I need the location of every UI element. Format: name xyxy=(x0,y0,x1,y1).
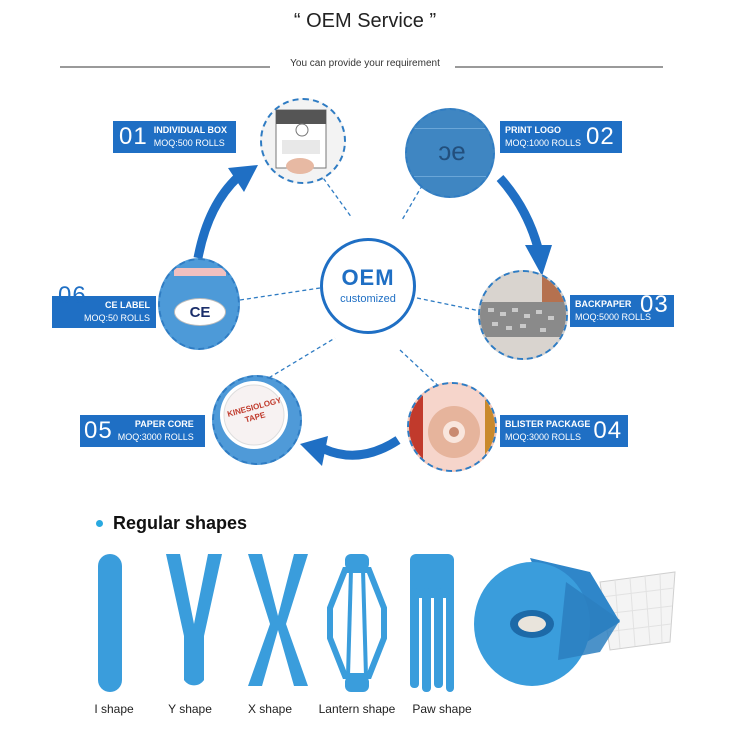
oem-badge: OEM customized xyxy=(320,238,416,334)
step-moq-03: MOQ:5000 ROLLS xyxy=(575,312,652,322)
tape-roll-image xyxy=(474,558,676,686)
step-number-03: 03 xyxy=(640,291,669,318)
arrow-04-to-05 xyxy=(300,436,401,466)
ce-mark: CE xyxy=(189,303,211,321)
i-shape xyxy=(98,554,122,692)
step-name-01: INDIVIDUAL BOX xyxy=(153,125,228,135)
shapes-heading: Regular shapes xyxy=(96,513,247,534)
step-number-06: 06 xyxy=(58,282,87,309)
step-name-03: BACKPAPER xyxy=(575,299,632,309)
step-label-06: 06 CE LABEL MOQ:50 ROLLS xyxy=(52,284,156,328)
paper-core-image: KINESIOLOGY TAPE xyxy=(212,375,302,465)
bullet-dot-icon xyxy=(96,520,103,527)
page-subtitle: You can provide your requirement xyxy=(290,58,440,69)
y-shape xyxy=(166,554,222,686)
print-logo-image: ɔe xyxy=(405,108,495,198)
step-moq-05: MOQ:3000 ROLLS xyxy=(117,432,194,442)
divider-right xyxy=(455,66,663,68)
caption-y-shape: Y shape xyxy=(168,702,212,716)
step-name-04: BLISTER PACKAGE xyxy=(505,419,591,429)
step-name-05: PAPER CORE xyxy=(134,419,194,429)
x-shape xyxy=(248,554,308,686)
shapes-illustration xyxy=(98,554,454,692)
backpaper-image xyxy=(478,270,568,360)
arrow-06-to-01 xyxy=(193,165,258,259)
ce-label-image: CE xyxy=(158,258,240,350)
step-name-02: PRINT LOGO xyxy=(505,125,561,135)
step-label-04: BLISTER PACKAGE MOQ:3000 ROLLS 04 xyxy=(500,415,628,447)
step-label-05: 05 PAPER CORE MOQ:3000 ROLLS xyxy=(80,415,205,447)
step-label-02: PRINT LOGO MOQ:1000 ROLLS 02 xyxy=(500,121,622,153)
logo-text: ɔe xyxy=(438,136,466,166)
individual-box-image xyxy=(260,98,346,184)
blister-package-image xyxy=(407,382,497,472)
step-label-01: 01 INDIVIDUAL BOX MOQ:500 ROLLS xyxy=(113,121,236,153)
step-moq-06: MOQ:50 ROLLS xyxy=(83,313,150,323)
step-moq-04: MOQ:3000 ROLLS xyxy=(505,432,582,442)
step-label-03: BACKPAPER MOQ:5000 ROLLS 03 xyxy=(570,291,674,327)
step-number-05: 05 xyxy=(84,417,113,444)
step-moq-01: MOQ:500 ROLLS xyxy=(153,138,225,148)
oem-main-text: OEM xyxy=(341,265,395,290)
shapes-heading-text: Regular shapes xyxy=(113,513,248,533)
caption-lantern-shape: Lantern shape xyxy=(318,702,396,716)
caption-x-shape: X shape xyxy=(247,702,293,716)
step-number-01: 01 xyxy=(119,123,148,150)
process-ring xyxy=(193,149,552,466)
divider-left xyxy=(60,66,270,68)
step-number-02: 02 xyxy=(586,123,615,150)
lantern-shape xyxy=(327,554,387,692)
step-moq-02: MOQ:1000 ROLLS xyxy=(505,138,582,148)
caption-paw-shape: Paw shape xyxy=(412,702,472,716)
arrow-02-to-03 xyxy=(496,174,552,276)
paw-shape xyxy=(410,554,454,692)
page-title: “ OEM Service ” xyxy=(293,10,437,32)
step-number-04: 04 xyxy=(593,417,623,444)
oem-sub-text: customized xyxy=(340,293,396,305)
caption-i-shape: I shape xyxy=(94,702,134,716)
step-name-06: CE LABEL xyxy=(105,300,150,310)
